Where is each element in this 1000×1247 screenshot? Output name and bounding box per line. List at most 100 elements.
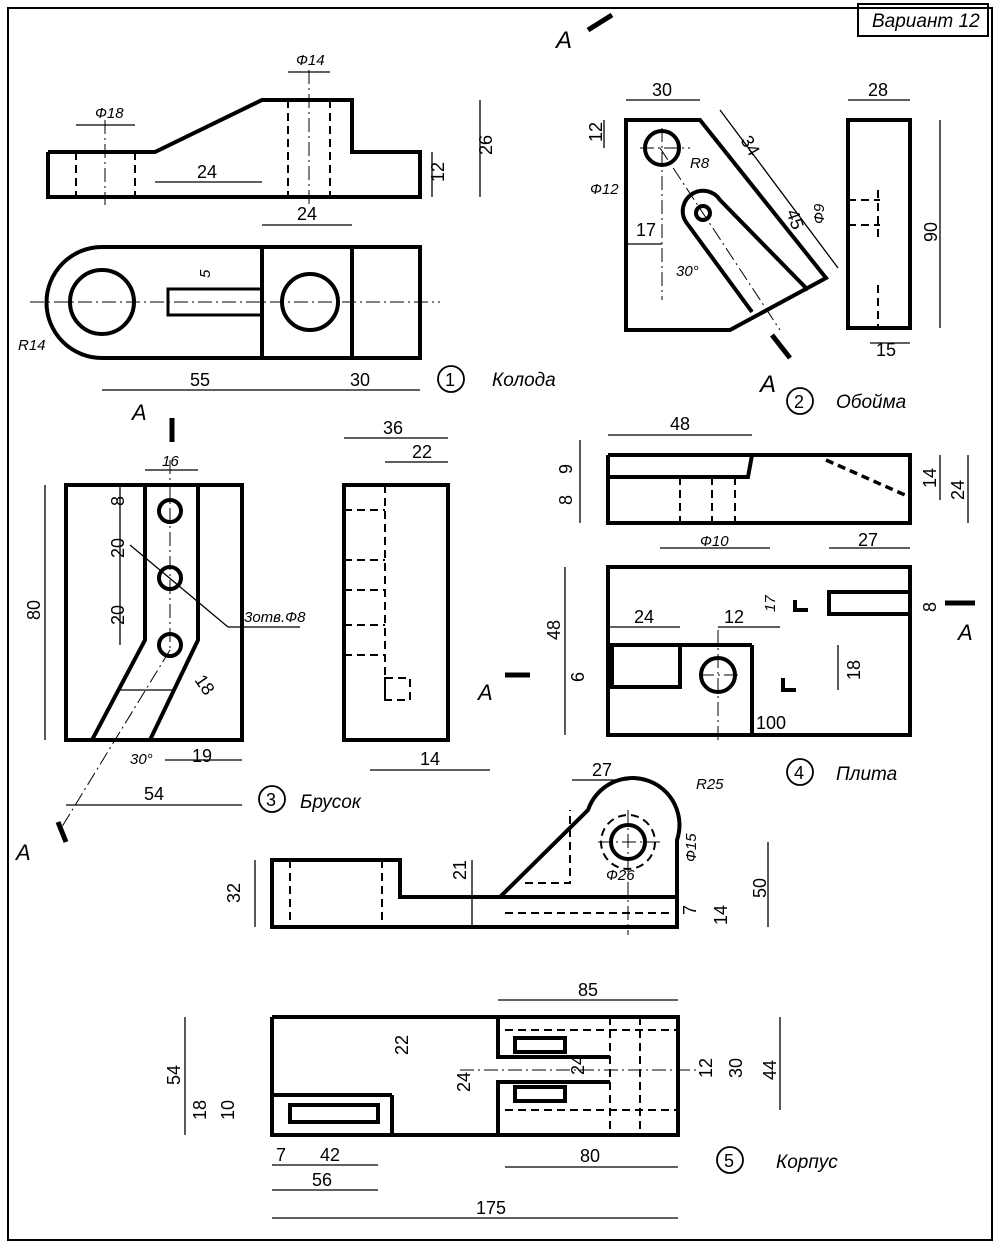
- part-name: Плита: [836, 764, 897, 785]
- section-label: A: [476, 680, 493, 705]
- dim-label: 24: [948, 480, 968, 500]
- dim-label: 175: [476, 1198, 506, 1218]
- part-name: Брусок: [300, 792, 362, 813]
- part-number: 4: [794, 763, 804, 783]
- dim-label: Ф15: [683, 833, 700, 862]
- dim-label: 28: [868, 80, 888, 100]
- dim-label: 24: [197, 162, 217, 182]
- dim-label: 12: [724, 607, 744, 627]
- dim-label: 16: [162, 453, 179, 470]
- variant-box: Вариант 12: [857, 3, 989, 37]
- dim-label: 8: [920, 602, 940, 612]
- dim-label: Ф12: [590, 181, 619, 198]
- dim-label: 8: [108, 496, 128, 506]
- variant-label: Вариант 12: [872, 11, 980, 32]
- dim-label: 30°: [676, 263, 699, 280]
- dim-label: 54: [144, 784, 164, 804]
- part-number: 1: [445, 370, 455, 390]
- dim-label: 14: [711, 905, 731, 925]
- part-5-korpus: 27 R25 Ф15 21 32 Ф26 50 7 14 85 22 24 24…: [164, 760, 838, 1219]
- dim-label: 12: [586, 122, 606, 142]
- dim-label: 14: [420, 749, 440, 769]
- section-marker-a: [55, 821, 69, 843]
- dim-label: 90: [921, 222, 941, 242]
- dim-label: 10: [218, 1100, 238, 1120]
- dim-label: 3отв.Ф8: [244, 609, 306, 626]
- dim-label: 26: [476, 135, 496, 155]
- section-label: A: [130, 400, 147, 425]
- section-label: A: [758, 371, 776, 398]
- section-label: A: [14, 840, 31, 865]
- dim-label: 48: [544, 620, 564, 640]
- dim-label: 80: [24, 600, 44, 620]
- dim-label: 55: [190, 370, 210, 390]
- dim-label: 5: [197, 269, 214, 278]
- dim-label: R25: [696, 776, 724, 793]
- dim-label: 14: [920, 468, 940, 488]
- part-4-plita: 48 9 8 14 24 Ф10 27 17 8 A 48 24 12 6 18…: [476, 414, 975, 786]
- section-label: A: [554, 27, 572, 54]
- part-name: Обойма: [836, 392, 906, 413]
- dim-label: 7: [276, 1145, 286, 1165]
- dim-label: 27: [592, 760, 612, 780]
- dim-label: 30: [350, 370, 370, 390]
- dim-label: 9: [556, 464, 576, 474]
- dim-label: 22: [412, 442, 432, 462]
- dim-label: 12: [428, 162, 448, 182]
- dim-label: 18: [190, 1100, 210, 1120]
- dim-label: 12: [696, 1058, 716, 1078]
- dim-label: 20: [108, 605, 128, 625]
- part-1-top-view: [30, 224, 440, 391]
- dim-label: 34: [737, 132, 764, 159]
- part-number: 3: [266, 790, 276, 810]
- dim-label: 36: [383, 418, 403, 438]
- section-marker-a: [770, 333, 792, 360]
- dim-label: 24: [568, 1055, 588, 1075]
- dim-label: 18: [191, 671, 219, 699]
- dim-label: R14: [18, 337, 46, 354]
- dim-label: 24: [454, 1072, 474, 1092]
- dim-label: Ф18: [95, 105, 124, 122]
- dim-label: 7: [680, 905, 700, 915]
- section-marker-a: [586, 12, 614, 33]
- dim-label: Ф10: [700, 533, 729, 550]
- dim-label: 8: [556, 495, 576, 505]
- dim-label: 50: [750, 878, 770, 898]
- dim-label: Ф26: [606, 867, 635, 884]
- dim-label: 32: [224, 883, 244, 903]
- dim-label: 48: [670, 414, 690, 434]
- dim-label: 19: [192, 746, 212, 766]
- dim-label: 24: [634, 607, 654, 627]
- part-5-front-view: [254, 776, 769, 935]
- dim-label: 56: [312, 1170, 332, 1190]
- dim-label: 21: [450, 860, 470, 880]
- part-5-top-view: [184, 999, 781, 1219]
- dim-label: R8: [690, 155, 710, 172]
- dim-label: Ф14: [296, 52, 325, 69]
- dim-label: 42: [320, 1145, 340, 1165]
- dim-label: 27: [858, 530, 878, 550]
- dim-label: 22: [392, 1035, 412, 1055]
- dim-label: 85: [578, 980, 598, 1000]
- dim-label: 30: [652, 80, 672, 100]
- dim-label: 20: [108, 538, 128, 558]
- dim-label: 17: [762, 595, 779, 612]
- dim-label: Ф9: [811, 203, 828, 224]
- part-1-koloda: Ф18 Ф14 24 12 26 24 5 R14 55 30 1 Колода: [18, 52, 556, 393]
- dim-label: 80: [580, 1146, 600, 1166]
- part-1-front-view: [46, 70, 481, 205]
- dim-label: 18: [844, 660, 864, 680]
- section-label: A: [956, 620, 973, 645]
- dim-label: 6: [568, 672, 588, 682]
- dim-label: 30: [726, 1058, 746, 1078]
- dim-label: 24: [297, 204, 317, 224]
- dim-label: 44: [760, 1060, 780, 1080]
- dim-label: 100: [756, 713, 786, 733]
- sheet-border: [7, 7, 993, 1241]
- dim-label: 17: [636, 220, 656, 240]
- part-name: Колода: [492, 370, 556, 391]
- dim-label: 54: [164, 1065, 184, 1085]
- part-name: Корпус: [776, 1152, 838, 1173]
- part-number: 5: [724, 1151, 734, 1171]
